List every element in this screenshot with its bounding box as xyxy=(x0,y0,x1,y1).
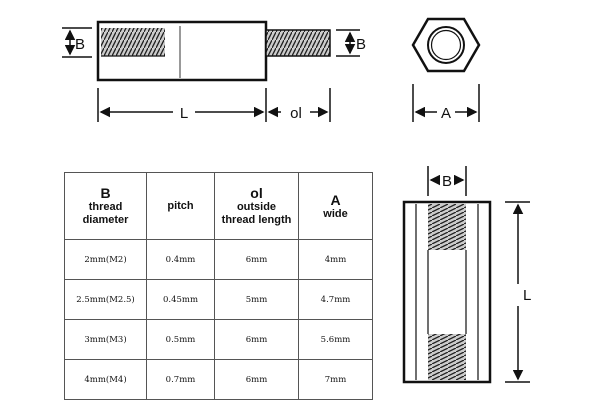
table-cell: 6mm xyxy=(214,239,299,280)
hex-bore xyxy=(427,26,465,64)
b-label-left: B xyxy=(75,36,85,53)
ol-label: ol xyxy=(290,105,302,122)
table-cell: 6mm xyxy=(214,359,299,400)
standoff-side-view xyxy=(96,20,331,82)
upper-internal-thread xyxy=(428,204,466,250)
table-cell: 0.4mm xyxy=(146,239,215,280)
table-row: 3mm(M3) 0.5mm 6mm 5.6mm xyxy=(64,319,373,360)
table-header-row: B thread diameter pitch ol outside threa… xyxy=(64,172,373,240)
header-outside-thread-length: ol outside thread length xyxy=(214,172,299,240)
external-thread xyxy=(265,29,331,57)
b-label-right: B xyxy=(356,36,366,53)
table-cell: 0.5mm xyxy=(146,319,215,360)
table-cell: 4mm xyxy=(298,239,373,280)
b-dimension-right: B xyxy=(336,29,366,57)
table-row: 2mm(M2) 0.4mm 6mm 4mm xyxy=(64,239,373,280)
female-standoff-view: B L xyxy=(402,166,531,384)
b-label-bottom: B xyxy=(442,173,452,190)
table-row: 2.5mm(M2.5) 0.45mm 5mm 4.7mm xyxy=(64,279,373,320)
table-cell: 7mm xyxy=(298,359,373,400)
header-thread-diameter: B thread diameter xyxy=(64,172,147,240)
internal-thread xyxy=(101,28,165,56)
l-label-bottom: L xyxy=(523,287,531,304)
table-cell: 0.45mm xyxy=(146,279,215,320)
table-cell: 2mm(M2) xyxy=(64,239,147,280)
table-cell: 5mm xyxy=(214,279,299,320)
table-cell: 0.7mm xyxy=(146,359,215,400)
spec-table: B thread diameter pitch ol outside threa… xyxy=(64,172,373,400)
table-cell: 5.6mm xyxy=(298,319,373,360)
table-cell: 3mm(M3) xyxy=(64,319,147,360)
header-pitch: pitch xyxy=(146,172,215,240)
table-cell: 4mm(M4) xyxy=(64,359,147,400)
table-cell: 6mm xyxy=(214,319,299,360)
lower-internal-thread xyxy=(428,334,466,380)
l-label: L xyxy=(180,105,188,122)
table-cell: 4.7mm xyxy=(298,279,373,320)
table-row: 4mm(M4) 0.7mm 6mm 7mm xyxy=(64,359,373,400)
a-label: A xyxy=(441,105,451,122)
hex-end-view: A xyxy=(411,17,481,122)
header-wide: A wide xyxy=(298,172,373,240)
table-cell: 2.5mm(M2.5) xyxy=(64,279,147,320)
b-dimension-left: B xyxy=(62,27,92,58)
l-ol-dimensions: L ol xyxy=(97,88,331,122)
